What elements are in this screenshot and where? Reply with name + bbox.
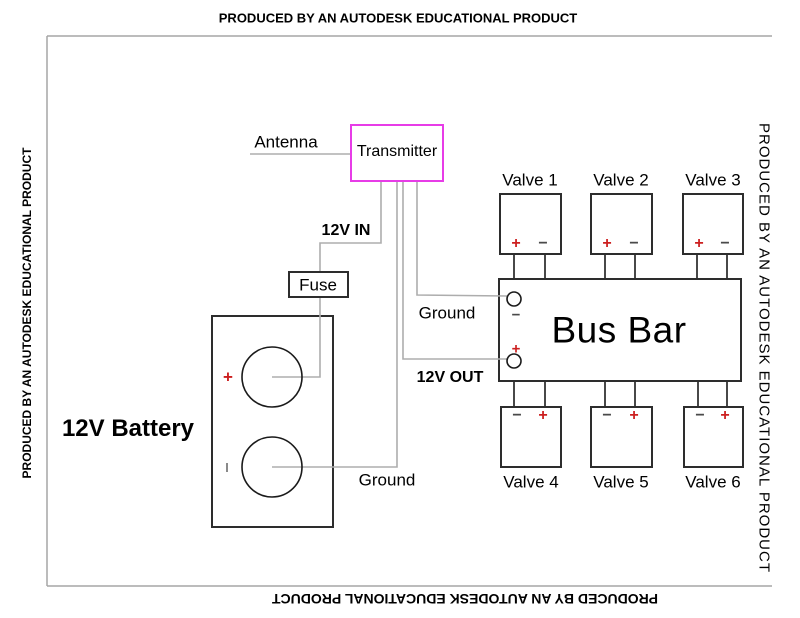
valve-5-box: − + (590, 406, 653, 468)
busbar-negative-terminal-sign: − (511, 306, 521, 324)
valve-6-positive-terminal: + (720, 407, 730, 424)
battery-box (211, 315, 334, 528)
wire-label-12v-in: 12V IN (321, 222, 371, 239)
fuse-label: Fuse (299, 275, 337, 295)
valve-3-positive-terminal: + (694, 235, 704, 252)
valve-4-label: Valve 4 (503, 472, 559, 492)
wire-label-ground-battery: Ground (358, 470, 416, 490)
valve-6-label: Valve 6 (685, 472, 741, 492)
valve-1-positive-terminal: + (511, 235, 521, 252)
busbar-positive-terminal-sign: + (511, 340, 521, 358)
valve-4-positive-terminal: + (538, 407, 548, 424)
watermark-bottom: PRODUCED BY AN AUTODESK EDUCATIONAL PROD… (271, 591, 659, 607)
valve-1-label: Valve 1 (502, 170, 558, 190)
valve-3-label: Valve 3 (685, 170, 741, 190)
valve-4-negative-terminal: − (512, 407, 522, 424)
wire-label-12v-out: 12V OUT (416, 369, 484, 386)
valve-6-negative-terminal: − (695, 407, 705, 424)
watermark-right: PRODUCED BY AN AUTODESK EDUCATIONAL PROD… (755, 122, 773, 574)
valve-1-box: + − (499, 193, 562, 255)
wire-12v-out (402, 182, 507, 360)
valve-4-box: − + (500, 406, 562, 468)
busbar-box: − + (498, 278, 742, 382)
wire-label-ground-busbar: Ground (418, 303, 476, 323)
valve-5-label: Valve 5 (593, 472, 649, 492)
busbar-label: Bus Bar (551, 309, 687, 351)
battery-negative-mark (226, 463, 228, 472)
transmitter-label: Transmitter (356, 143, 438, 160)
valve-2-label: Valve 2 (593, 170, 649, 190)
battery-positive-sign: + (223, 367, 233, 387)
wire-busbar-ground (416, 182, 508, 297)
valve-1-negative-terminal: − (538, 235, 548, 252)
valve-5-negative-terminal: − (602, 407, 612, 424)
watermark-top: PRODUCED BY AN AUTODESK EDUCATIONAL PROD… (218, 10, 578, 26)
valve-3-box: + − (682, 193, 744, 255)
valve-2-box: + − (590, 193, 653, 255)
antenna-label: Antenna (254, 132, 318, 152)
battery-label: 12V Battery (61, 415, 195, 442)
valve-2-negative-terminal: − (629, 235, 639, 252)
watermark-left: PRODUCED BY AN AUTODESK EDUCATIONAL PROD… (20, 147, 34, 479)
valve-3-negative-terminal: − (720, 235, 730, 252)
valve-2-positive-terminal: + (602, 235, 612, 252)
valve-5-positive-terminal: + (629, 407, 639, 424)
transmitter-box (350, 124, 444, 182)
valve-6-box: − + (683, 406, 744, 468)
